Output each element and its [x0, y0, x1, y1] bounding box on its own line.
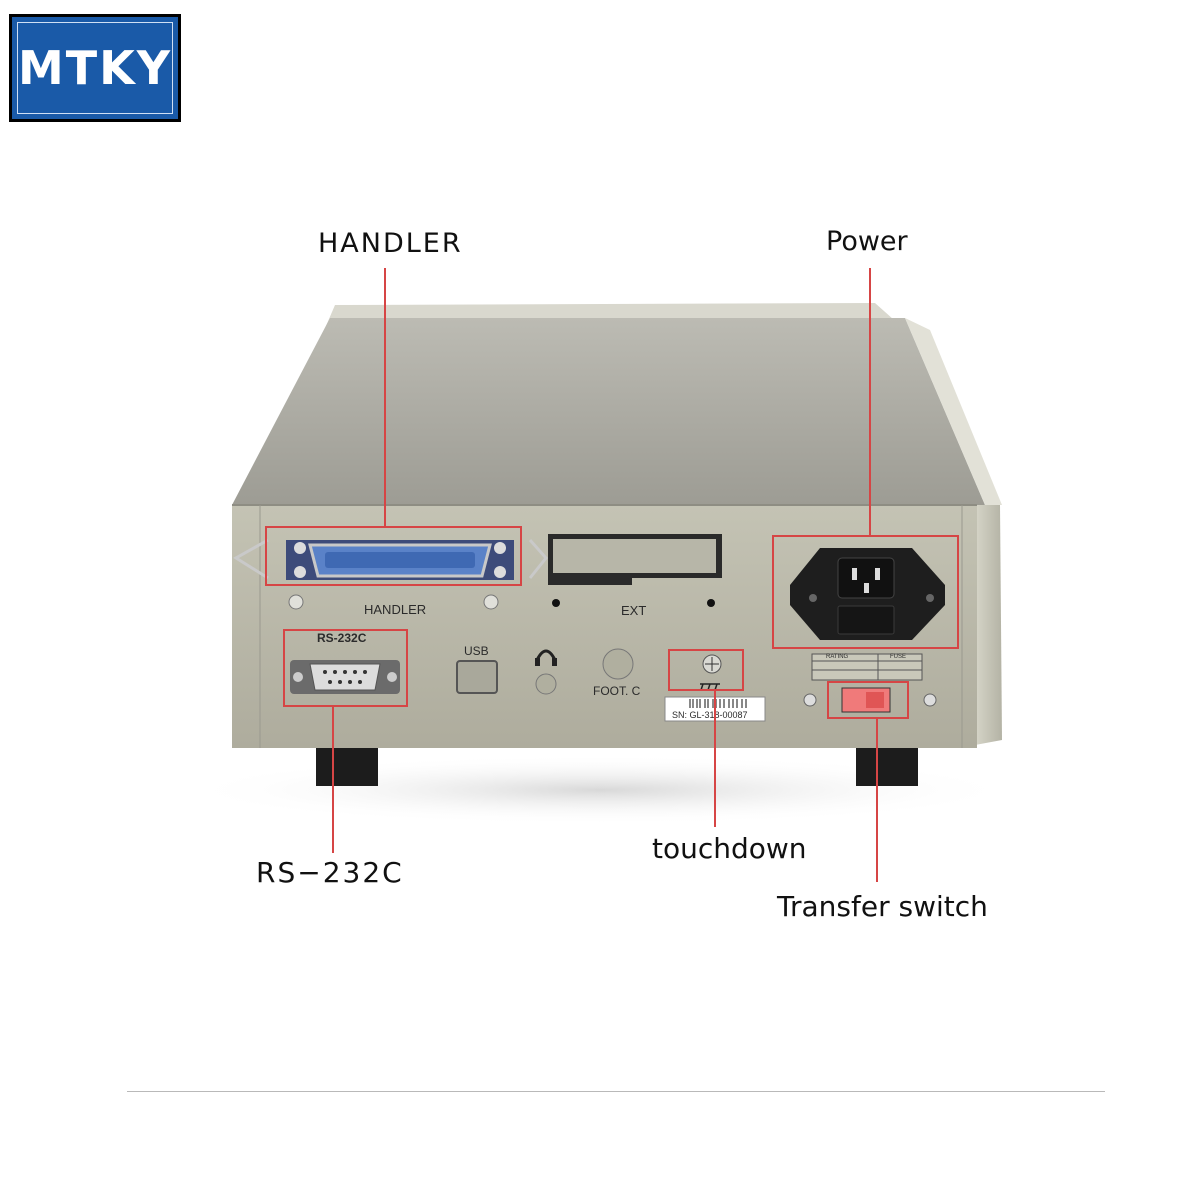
handler-highlight [265, 526, 522, 586]
callout-transfer-switch: Transfer switch [777, 890, 988, 923]
callout-rs232c: RS−232C [256, 856, 404, 889]
right-foot [856, 748, 918, 786]
serial-number: SN: GL-318-00087 [672, 710, 748, 720]
transfer-switch-highlight [827, 681, 909, 719]
power-leader-line [869, 268, 871, 535]
touchdown-highlight [668, 649, 744, 691]
audio-jack [535, 673, 557, 695]
brand-logo: MTKY [9, 14, 181, 122]
right-side [905, 318, 1002, 505]
panel-label-handler: HANDLER [364, 602, 427, 617]
panel-label-foot-c: FOOT. C [593, 684, 641, 698]
rs232c-connector [309, 663, 381, 691]
rs232c-leader-line [332, 707, 334, 853]
usb-port [456, 660, 498, 694]
fuse-drawer [837, 605, 895, 635]
panel-label-ext: EXT [621, 603, 647, 618]
callout-touchdown: touchdown [652, 832, 807, 865]
callout-power: Power [826, 226, 908, 257]
panel-label-rs232c: RS-232C [317, 631, 367, 645]
power-highlight [772, 535, 959, 649]
handler-screw-left [288, 594, 304, 610]
right-face-edge [975, 505, 1002, 745]
handler-leader-line [384, 268, 386, 526]
left-foot [316, 748, 378, 786]
callout-handler: HANDLER [318, 228, 463, 259]
top-cover [232, 318, 985, 505]
panel-label-fuse: FUSE [890, 654, 907, 660]
logo-text: MTKY [17, 41, 173, 95]
panel-label-rating: RATING [826, 654, 849, 660]
touchdown-leader-line [714, 691, 716, 827]
transfer-switch-leader-line [876, 719, 878, 882]
headphone-icon [535, 649, 557, 661]
handler-screw-right [483, 594, 499, 610]
foot-switch-jack [602, 648, 634, 680]
logo-border [17, 22, 173, 114]
bottom-divider [127, 1091, 1105, 1092]
rs232c-highlight [283, 629, 408, 707]
floor-shadow [180, 755, 1020, 825]
rating-table [811, 653, 923, 681]
panel-label-usb: USB [464, 644, 489, 658]
